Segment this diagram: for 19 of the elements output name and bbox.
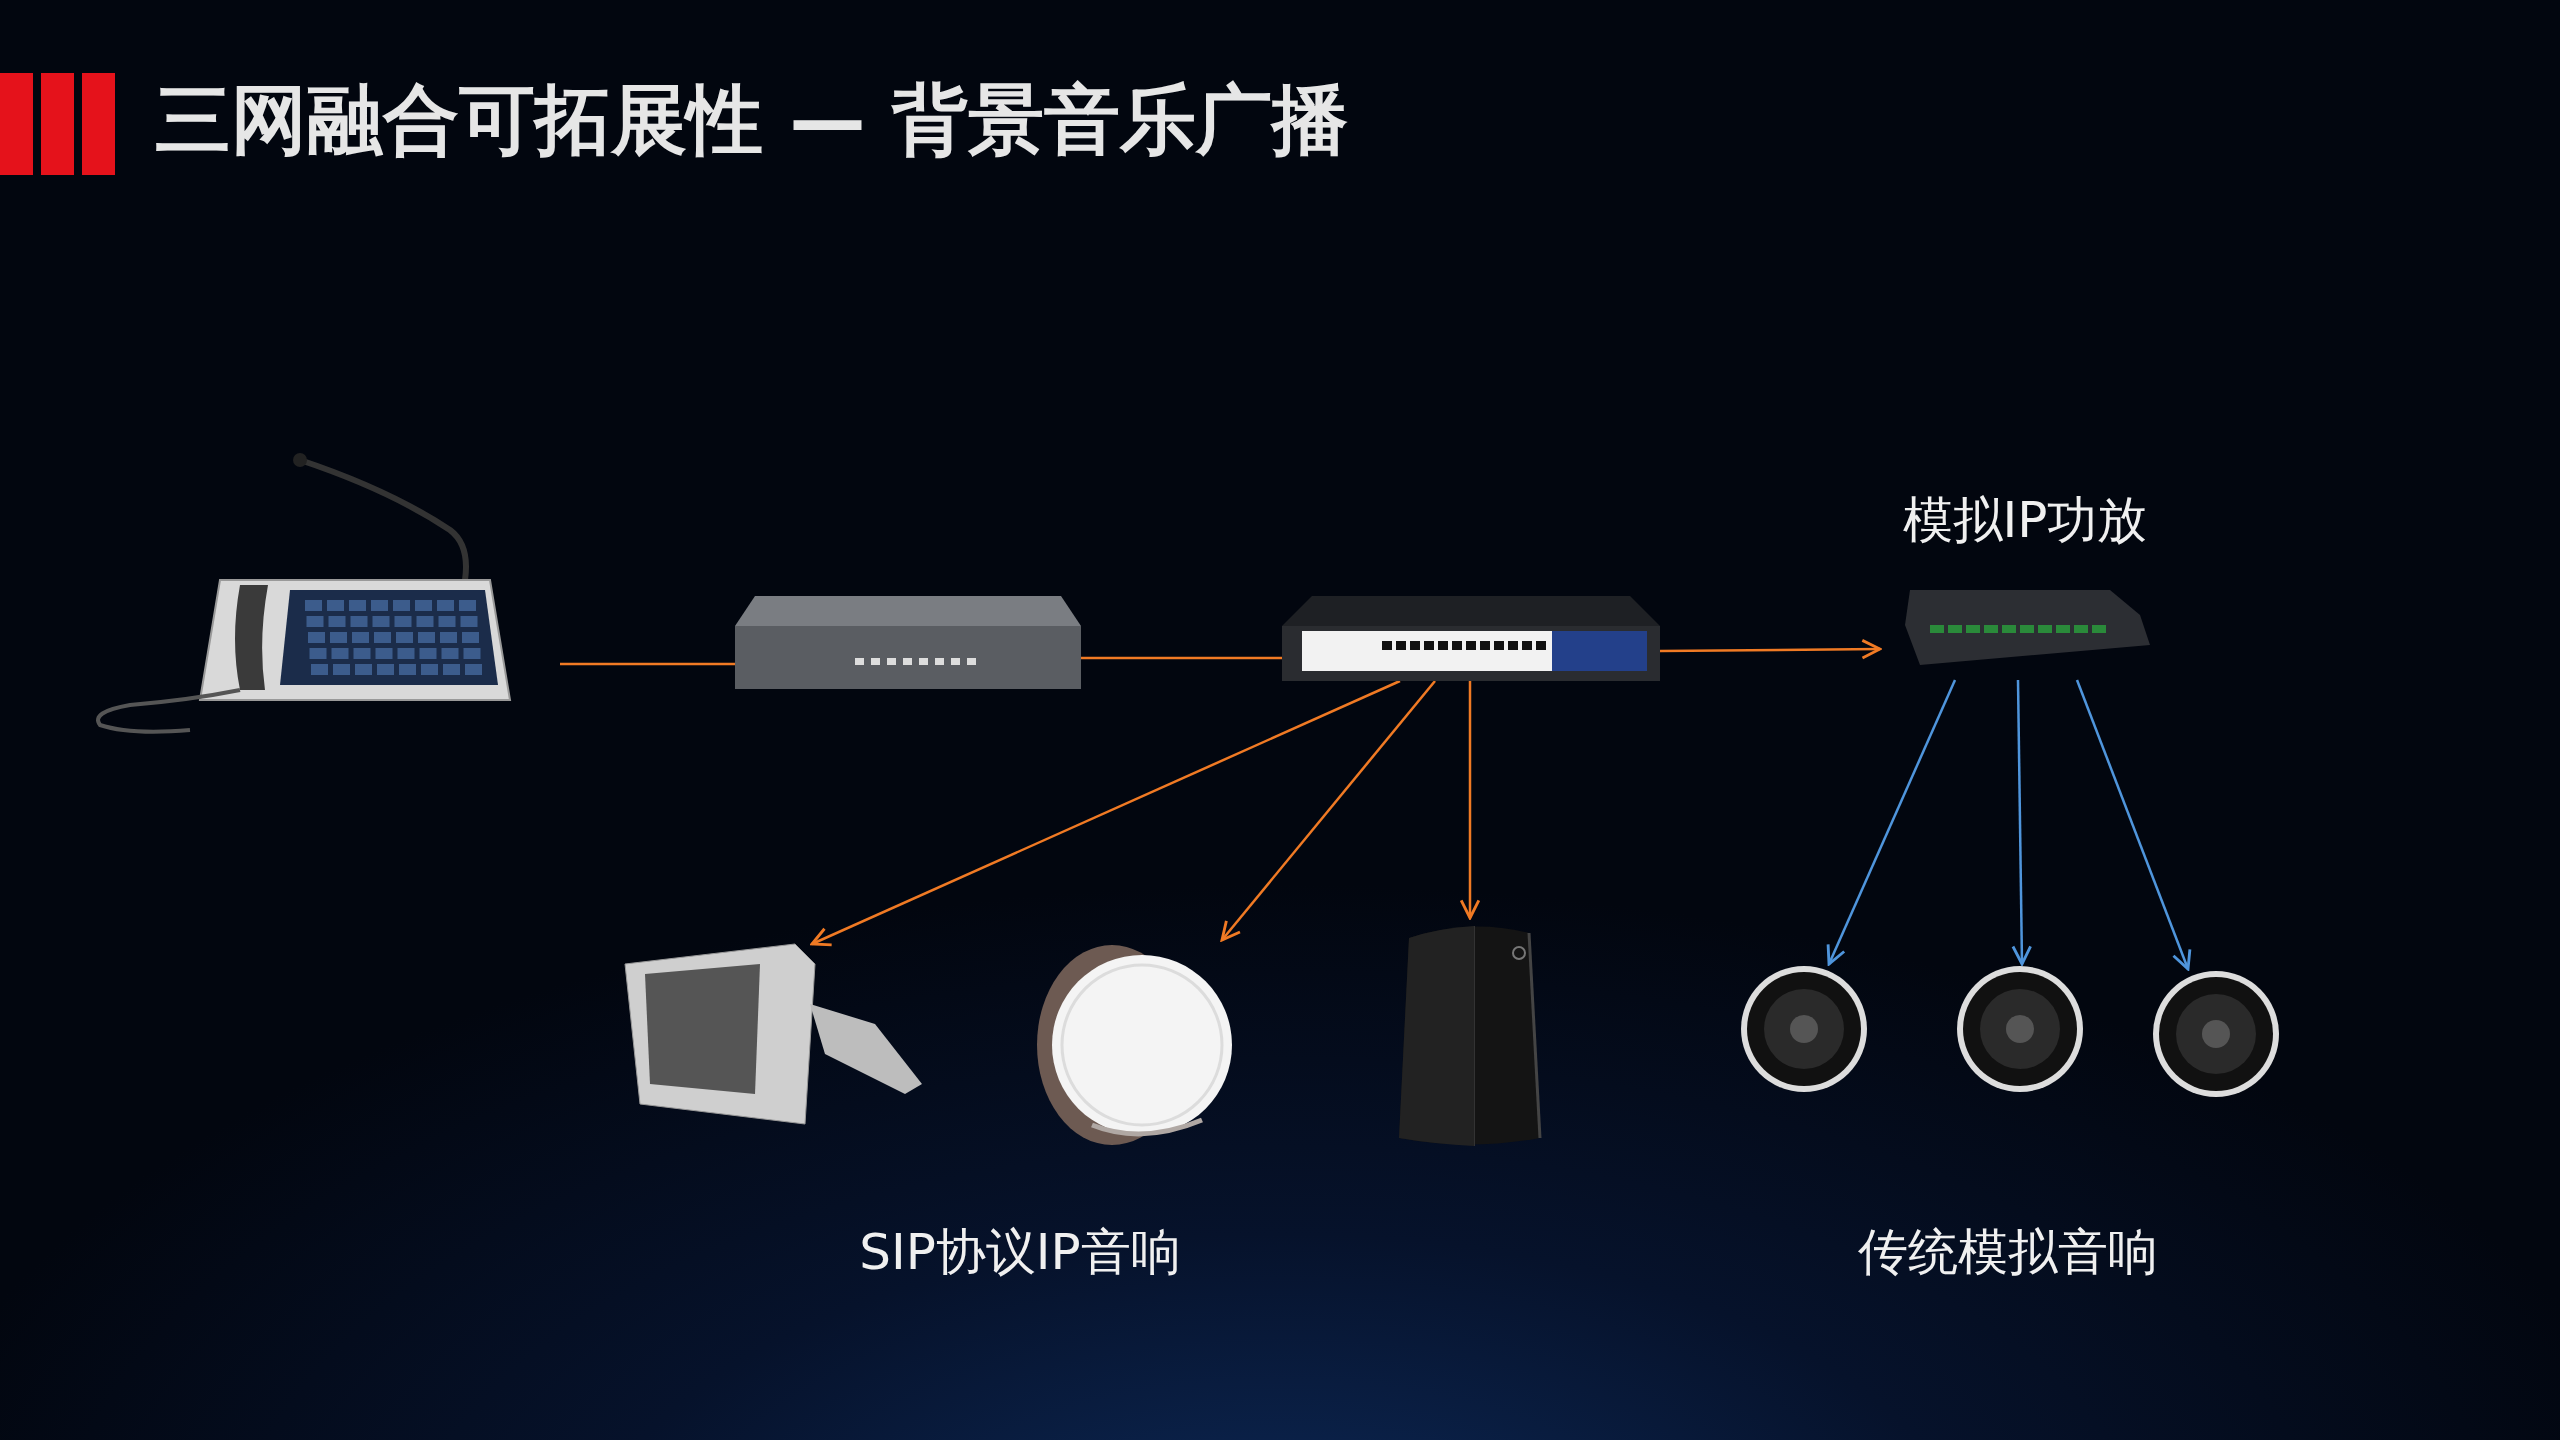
network-switch-drawing bbox=[1282, 596, 1660, 681]
arrow bbox=[2075, 679, 2192, 971]
round-speaker-drawing bbox=[1955, 964, 2085, 1094]
round-speaker-drawing bbox=[2151, 969, 2281, 1099]
group-caption: SIP协议IP音响 bbox=[858, 1222, 1182, 1283]
arrow bbox=[1660, 638, 1882, 660]
rack-server-drawing bbox=[735, 596, 1081, 689]
round-speaker-drawing bbox=[1739, 964, 1869, 1094]
connector-line bbox=[560, 662, 735, 666]
arrow bbox=[1220, 680, 1436, 942]
horn-speaker-drawing bbox=[625, 944, 922, 1127]
group-caption: 传统模拟音响 bbox=[1857, 1222, 2159, 1283]
arrow bbox=[1459, 681, 1481, 920]
device-label: 模拟IP功放 bbox=[1901, 490, 2149, 550]
connector-line bbox=[1081, 656, 1282, 660]
arrow bbox=[810, 679, 1401, 947]
arrow bbox=[1826, 679, 1957, 966]
arrow bbox=[2011, 680, 2032, 966]
slide-title: 三网融合可拓展性 — 背景音乐广播 bbox=[155, 82, 1348, 158]
